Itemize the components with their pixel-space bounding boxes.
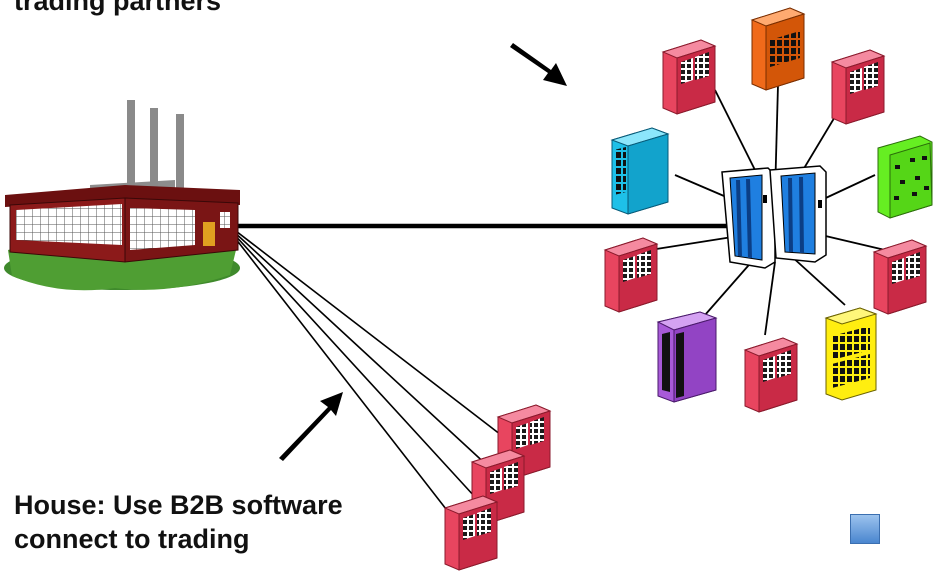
partner-building-icon <box>831 49 885 125</box>
caption-line-2: connect to trading <box>14 524 250 554</box>
partner-building-icon <box>662 39 716 115</box>
partner-building-icon <box>750 7 806 91</box>
slide-nav-button[interactable] <box>850 514 880 544</box>
caption-line-1: House: Use B2B software <box>14 490 343 520</box>
partner-building-icon <box>604 237 658 313</box>
factory-icon <box>4 100 240 291</box>
partner-building-icon <box>744 337 798 413</box>
b2b-hub-server-icon <box>721 165 827 269</box>
partner-building-icon <box>877 135 933 219</box>
partner-building-icon <box>656 311 718 403</box>
partner-building-icon <box>610 127 670 215</box>
arrow-icon <box>279 392 343 461</box>
partner-building-icon <box>444 495 498 571</box>
connection-lines <box>231 84 886 528</box>
diagram-label-top: trading partners <box>14 0 222 16</box>
diagram-caption: House: Use B2B software connect to tradi… <box>14 488 343 556</box>
partner-building-icon <box>873 239 927 315</box>
arrow-icon <box>510 43 567 86</box>
partner-building-icon <box>824 307 878 401</box>
